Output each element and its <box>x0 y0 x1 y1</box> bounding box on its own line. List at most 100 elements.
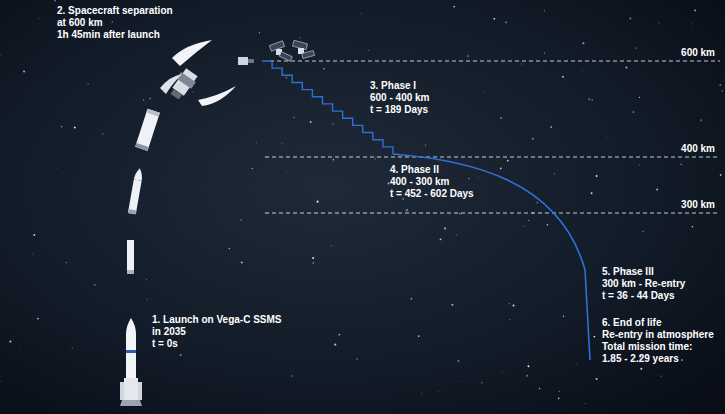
label-line: 5. Phase III <box>602 266 685 278</box>
star <box>375 158 376 159</box>
star <box>388 182 390 184</box>
star <box>317 201 319 203</box>
third-stage <box>135 109 160 151</box>
star <box>547 224 549 226</box>
star <box>539 388 541 390</box>
star <box>558 397 560 399</box>
star <box>411 298 413 300</box>
star <box>33 234 35 236</box>
event-label: 2. Spacecraft separation at 600 km 1h 45… <box>57 5 173 41</box>
star <box>639 164 641 166</box>
altitude-lines <box>265 61 720 213</box>
altitude-label: 400 km <box>681 143 715 155</box>
label-line: 6. End of life <box>602 317 714 329</box>
star <box>32 253 34 255</box>
star <box>563 316 564 317</box>
spacecraft <box>238 57 254 65</box>
label-line: 600 km <box>681 47 715 59</box>
phase-label: 4. Phase II 400 - 300 km t = 452 - 602 D… <box>390 164 474 200</box>
star <box>149 98 151 100</box>
star <box>30 95 32 97</box>
star <box>692 226 694 228</box>
star <box>293 117 294 118</box>
star <box>323 68 325 70</box>
label-line: 600 - 400 km <box>370 92 430 104</box>
star <box>456 234 457 235</box>
star <box>312 257 314 259</box>
star <box>299 37 301 39</box>
star <box>554 173 556 175</box>
star <box>453 6 455 8</box>
star <box>143 100 144 101</box>
star <box>591 192 593 194</box>
label-line: in 2035 <box>152 326 281 338</box>
label-line: 1.85 - 2.29 years <box>602 353 714 365</box>
star <box>286 77 288 79</box>
star <box>509 303 511 305</box>
label-line: 2. Spacecraft separation <box>57 5 173 17</box>
label-line: Re-entry in atmosphere <box>602 329 714 341</box>
star <box>229 119 231 121</box>
star <box>94 284 96 286</box>
star <box>680 163 682 165</box>
star <box>252 168 253 169</box>
star <box>656 189 658 191</box>
star <box>55 167 57 169</box>
star <box>536 202 538 204</box>
label-line: 400 - 300 km <box>390 176 474 188</box>
star <box>146 278 148 280</box>
star <box>413 66 415 68</box>
star <box>500 167 502 169</box>
star <box>528 220 529 221</box>
star <box>606 137 608 139</box>
star <box>54 0 56 1</box>
star <box>229 248 231 250</box>
star <box>461 381 463 383</box>
star <box>368 50 370 52</box>
star <box>629 17 631 19</box>
star <box>523 225 525 227</box>
star <box>61 126 63 128</box>
label-line: 300 km <box>681 199 715 211</box>
star <box>559 391 560 392</box>
star <box>528 365 530 367</box>
satellite <box>292 40 314 58</box>
phase-label: 3. Phase I 600 - 400 km t = 189 Days <box>370 80 430 116</box>
star <box>528 363 530 365</box>
fairing-piece <box>160 74 182 94</box>
star <box>333 159 334 160</box>
second-stage <box>128 168 144 215</box>
fairing-half <box>198 86 236 106</box>
star <box>625 66 627 68</box>
star <box>334 344 336 346</box>
star <box>550 126 552 128</box>
star <box>500 117 502 119</box>
star <box>180 354 182 356</box>
star <box>240 219 242 221</box>
star <box>87 83 88 84</box>
star <box>360 13 362 15</box>
star <box>356 358 358 360</box>
star <box>544 52 545 53</box>
star <box>636 47 637 48</box>
label-line: t = 0s <box>152 338 281 350</box>
label-line: 4. Phase II <box>390 164 474 176</box>
label-line: 400 km <box>681 143 715 155</box>
star <box>256 142 258 144</box>
star <box>468 178 469 179</box>
label-line: 300 km - Re-entry <box>602 278 685 290</box>
star <box>39 18 41 20</box>
star <box>633 111 635 113</box>
star <box>582 42 584 44</box>
star <box>332 123 333 124</box>
star <box>72 347 73 348</box>
star <box>658 22 659 23</box>
star <box>505 21 507 23</box>
star <box>0 381 1 382</box>
star <box>406 209 408 211</box>
label-line: 3. Phase I <box>370 80 430 92</box>
star <box>112 21 113 22</box>
star <box>102 133 103 134</box>
star <box>562 76 564 78</box>
